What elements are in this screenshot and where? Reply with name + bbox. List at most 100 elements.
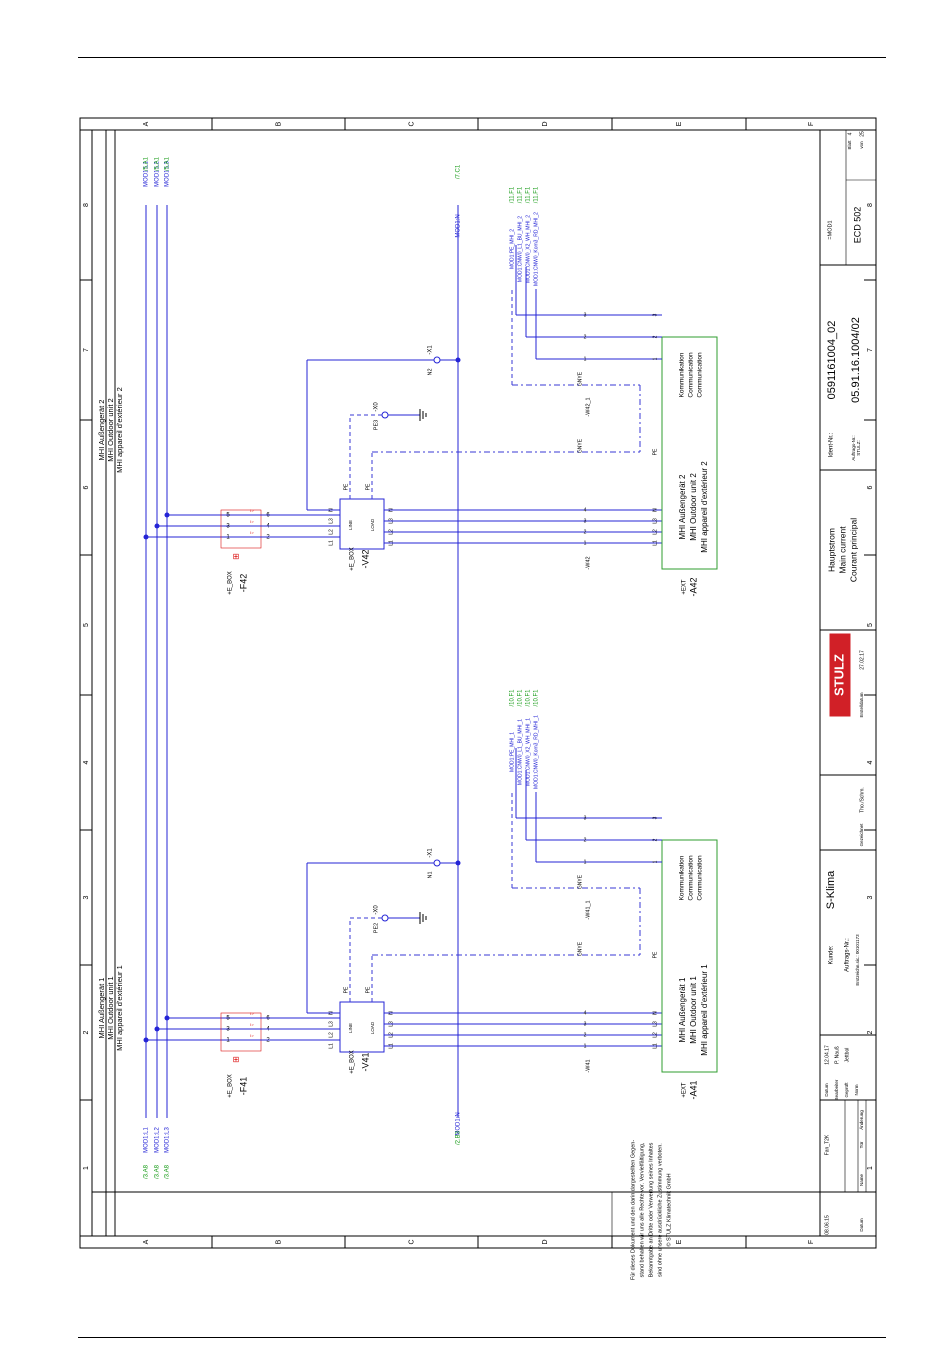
terminal-n-pin: N2 — [427, 368, 433, 375]
breaker-pin: 2 — [266, 1038, 270, 1044]
terminal-circle — [381, 914, 389, 922]
terminal-n-tag: -X1 — [428, 345, 434, 355]
unit-pin: N — [652, 1011, 658, 1015]
junction-dot — [455, 860, 461, 866]
row-label-bottom: A — [143, 1239, 150, 1244]
cable-core: 2 — [584, 529, 587, 535]
cable-core: 2 — [584, 1032, 587, 1038]
unit-header: MHI Außengerät 2 — [97, 400, 106, 461]
terminal-circle — [433, 859, 441, 867]
terminal-n-pin: N1 — [427, 871, 433, 878]
column-label-left: 1 — [83, 1166, 90, 1170]
created-label: Erstelldatum — [859, 692, 864, 717]
comm-core: 1 — [584, 859, 587, 865]
column-label-left: 5 — [83, 623, 90, 627]
breaker-tag: -F42 — [238, 574, 248, 593]
unit-header: MHI Outdoor unit 1 — [106, 976, 115, 1039]
unit-pin: L3 — [652, 1021, 658, 1027]
unit-pin: L1 — [652, 540, 658, 546]
row-label-bottom: E — [676, 1239, 683, 1244]
breaker-box — [220, 509, 262, 549]
breaker-pin: 6 — [266, 513, 270, 519]
row-label-top: B — [275, 121, 282, 126]
filter-location: +E_BOX — [350, 1050, 356, 1074]
breaker-pin: 6 — [266, 1016, 270, 1022]
filter-pin: L2 — [328, 1032, 334, 1038]
page-header-rule — [78, 57, 886, 58]
unit-label: MHI Outdoor unit 2 — [689, 473, 698, 541]
terminal-n-tag: -X1 — [428, 848, 434, 858]
phase-in-ref: /3.A8 — [165, 1164, 171, 1179]
unit-header: MHI Outdoor unit 2 — [106, 398, 115, 461]
customer-label: Kunde: — [829, 945, 835, 964]
gnye-label: GNYE — [577, 874, 583, 889]
unit-label: MHI Außengerät 2 — [678, 474, 687, 539]
copyright-text: Bekanntgabe an Dritte oder Verwertung se… — [648, 1142, 654, 1277]
comm-label: Communication — [697, 352, 704, 398]
unit-pin: L2 — [652, 529, 658, 535]
comm-ref: /10.F1 — [518, 689, 524, 707]
column-label-right: 4 — [867, 760, 874, 764]
drafter-label: Gezeichnet — [859, 823, 864, 847]
filter-pe-label: PE — [343, 986, 349, 993]
terminal-pe-tag: -X0 — [374, 905, 380, 915]
ident-no: 0591161004_02 — [826, 321, 838, 400]
row-label-top: A — [143, 121, 150, 126]
unit-location: +EXT — [682, 579, 688, 595]
n-out-label: MOD1:N — [456, 1112, 462, 1135]
cable-comm-tag: -W42_1 — [585, 397, 591, 416]
comm-pin: 3 — [652, 313, 658, 316]
breaker-pin: 2 — [266, 535, 270, 541]
unit-pin: L1 — [652, 1043, 658, 1049]
unit-tag: -A42 — [688, 577, 698, 596]
phase-out-label: MOD1:L1 — [144, 161, 150, 187]
phase-in-ref: /3.A8 — [144, 1164, 150, 1179]
breaker-pin: 1 — [226, 1038, 230, 1044]
rev-header: Änderung — [858, 1110, 864, 1130]
filter-line-label: LINE — [348, 1023, 353, 1033]
ident-label: Ident-Nr.: — [829, 432, 835, 457]
breaker-location: +E_BOX — [228, 571, 234, 595]
unit-label: MHI Outdoor unit 1 — [689, 976, 698, 1044]
rev-name: Fan_T2K — [824, 1134, 830, 1155]
breaker-box — [220, 1012, 262, 1052]
row-label-top: C — [408, 121, 415, 126]
meta-value: P. Nauß — [834, 1046, 840, 1064]
comm-ref: /11.F1 — [510, 186, 516, 203]
cable-core: 1 — [584, 1043, 587, 1049]
order-no: 05.91.16.1004/02 — [850, 317, 862, 403]
meta-label: Geprüft — [844, 1082, 849, 1098]
comm-ref: /11.F1 — [526, 186, 532, 203]
sheet-total: 25 — [859, 131, 865, 137]
comm-ref: /11.F1 — [534, 186, 540, 203]
comm-pin: 2 — [652, 838, 658, 841]
filter-pin: L3 — [328, 1021, 334, 1027]
comm-ref: /10.F1 — [510, 689, 516, 707]
meta-label: Norm — [854, 1084, 859, 1095]
comm-pin: 1 — [652, 357, 658, 360]
phase-in-label: MOD1:L1 — [144, 1127, 150, 1153]
cable-core: 3 — [584, 1021, 587, 1027]
column-label-left: 2 — [83, 1030, 90, 1034]
breaker-pin: 4 — [266, 1027, 270, 1033]
column-label-right: 1 — [867, 1166, 874, 1170]
phase-in-label: MOD1:L2 — [155, 1127, 161, 1153]
title-block-frame — [819, 129, 877, 1237]
breaker-dial: I> — [250, 519, 254, 524]
order-label: Auftrags-Nr.: — [845, 938, 851, 972]
junction-dot — [154, 523, 160, 529]
comm-label: Kommunikation — [679, 855, 686, 900]
unit-header: MHI appareil d'extérieur 1 — [115, 965, 124, 1051]
phase-out-ref: /5.A1 — [165, 156, 171, 171]
filter-location: +E_BOX — [350, 547, 356, 571]
junction-dot — [164, 512, 170, 518]
terminal-pe-pin: PE2 — [373, 923, 379, 933]
filter-box — [339, 1001, 385, 1053]
unit-label: MHI Außengerät 1 — [678, 977, 687, 1042]
meta-value: Jettbol — [844, 1048, 850, 1063]
filter-pin: L1 — [328, 540, 334, 546]
breaker-symbol: ⊞ — [233, 1055, 240, 1064]
gnye-label: GNYE — [577, 371, 583, 386]
comm-signal: MOD1:CNW0_X2_WH_MHI_2 — [525, 215, 531, 283]
sheet-title: Courant principal — [848, 518, 858, 582]
